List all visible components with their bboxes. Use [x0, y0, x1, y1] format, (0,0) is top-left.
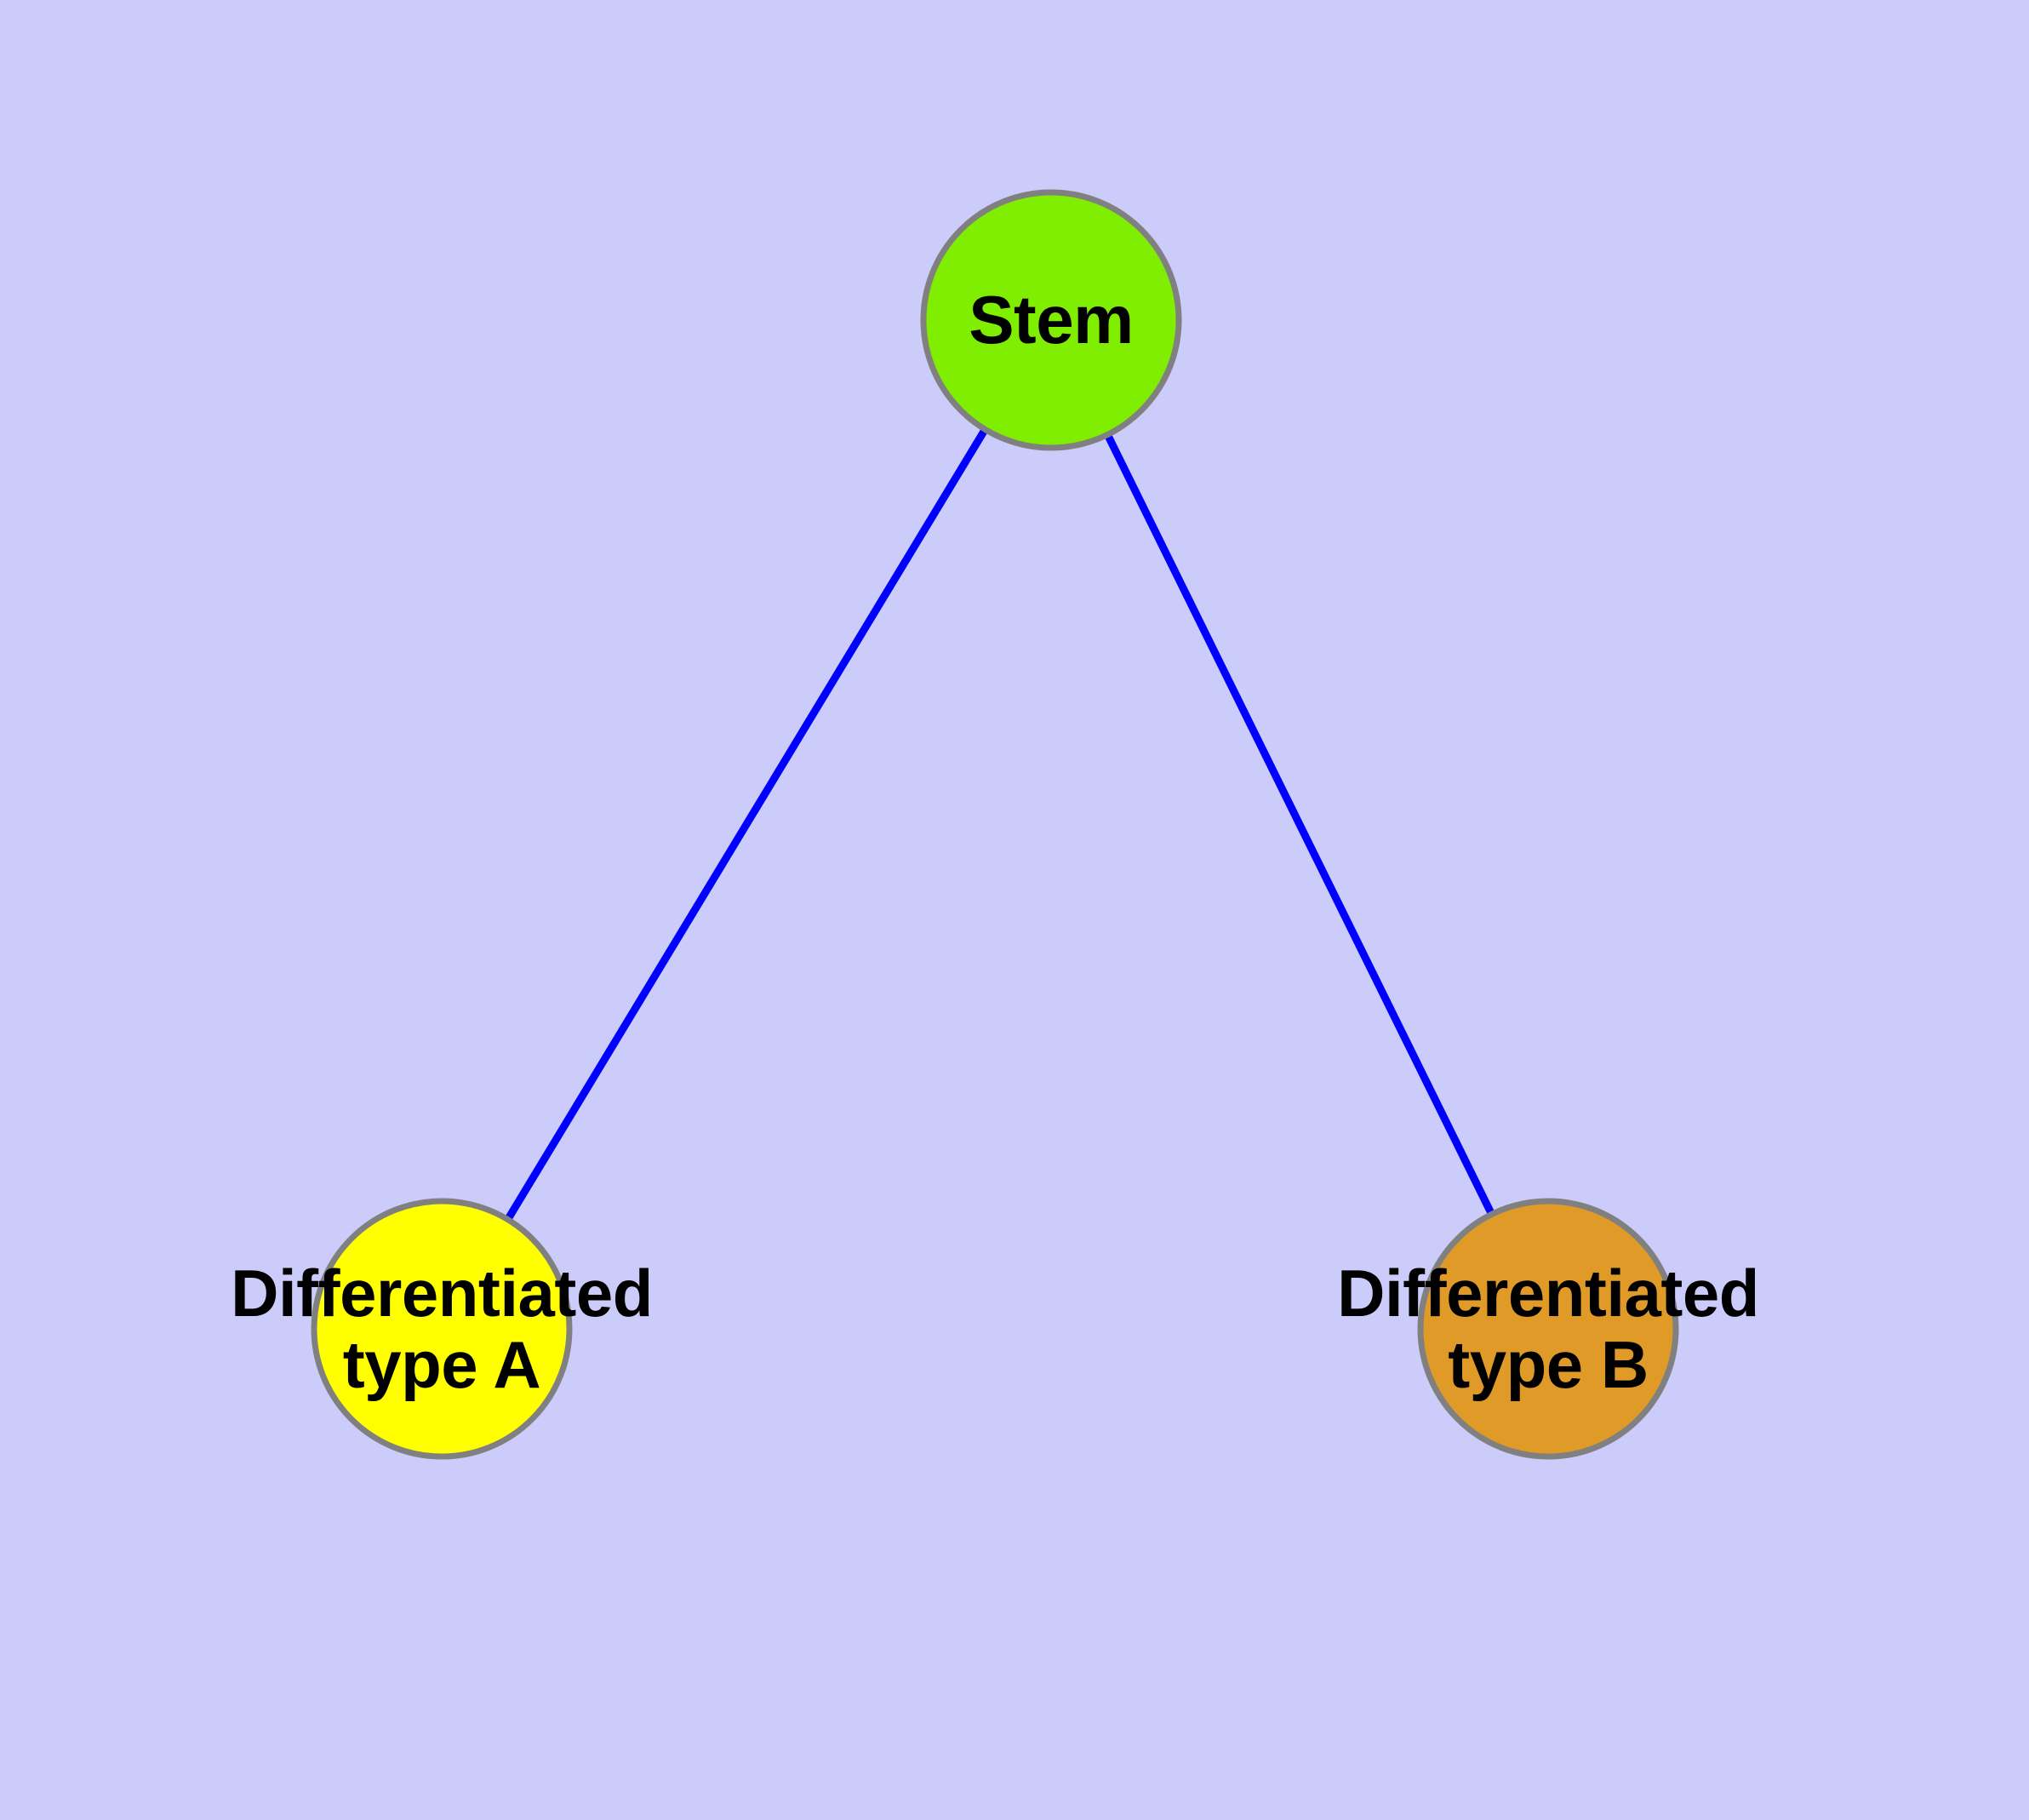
nodes-layer — [311, 189, 1679, 1460]
graph-node-diff-a[interactable] — [311, 1198, 573, 1460]
graph-edge[interactable] — [438, 318, 1055, 1331]
graph-node-stem[interactable] — [920, 189, 1182, 451]
graph-node-diff-b[interactable] — [1417, 1198, 1679, 1460]
graph-edge[interactable] — [1047, 318, 1552, 1331]
edges-layer — [438, 318, 1552, 1331]
